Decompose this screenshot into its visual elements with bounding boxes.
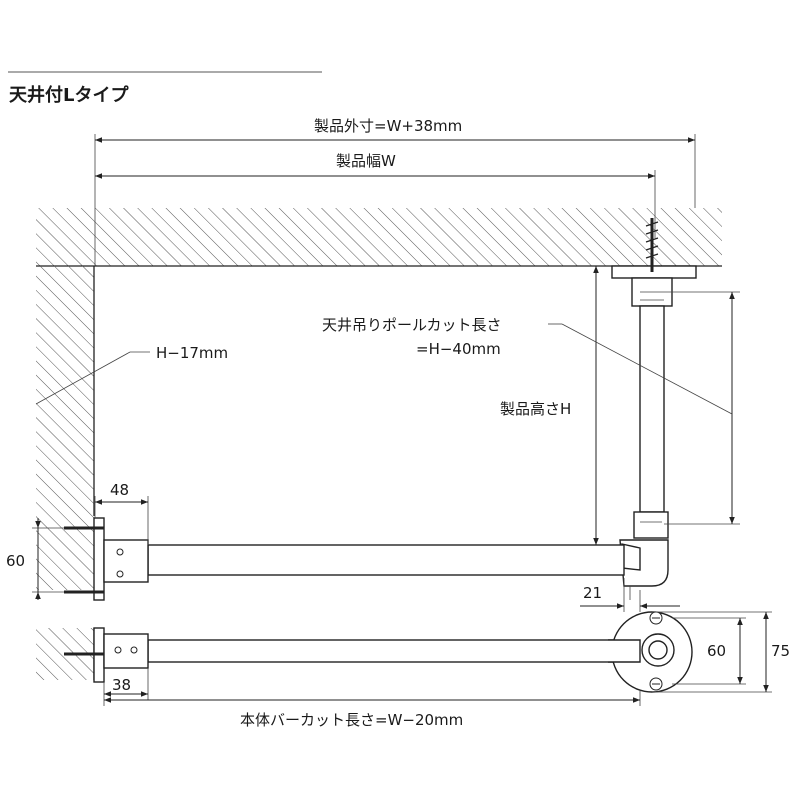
wall-offset-label: H−17mm [156,344,228,362]
ceiling-section [36,208,722,267]
dim-21-label: 21 [583,584,602,602]
bar-cut-dimension: 本体バーカット長さ=W−20mm [104,690,641,729]
pole-cut-label-2: =H−40mm [416,340,501,358]
pole-cut-label-1: 天井吊りポールカット長さ [322,316,502,334]
lower-bar [147,639,621,663]
dim-21: 21 [580,578,680,612]
wall-offset-annotation: H−17mm [35,344,228,405]
dim-48: 48 [94,481,149,545]
dim-38-label: 38 [112,676,131,694]
height-dimension: 製品高さH [500,266,599,545]
dim-60-left-label: 60 [6,552,25,570]
dim-60-right: 60 [672,617,746,685]
width-dimension: 製品幅W [95,152,656,238]
upper-bar [147,544,625,576]
dim-75-right: 75 [652,611,790,693]
round-flange-plan [608,611,693,693]
dim-75-right-label: 75 [771,642,790,660]
elbow-joint [619,511,669,600]
dim-60-left: 60 [6,518,64,600]
outer-size-label: 製品外寸=W+38mm [314,117,462,135]
width-label: 製品幅W [336,152,396,170]
diagram-title: 天井付Lタイプ [9,84,129,106]
dim-38: 38 [103,668,149,706]
wall-section [36,266,95,680]
outer-size-dimension: 製品外寸=W+38mm [94,117,696,266]
pole-cut-dimension: 天井吊りポールカット長さ =H−40mm [322,291,740,525]
dim-60-right-label: 60 [707,642,726,660]
lower-wall-bracket [64,627,149,683]
bar-cut-label: 本体バーカット長さ=W−20mm [240,711,463,729]
height-label: 製品高さH [500,400,571,418]
ceiling-pole [639,305,665,513]
dim-48-label: 48 [110,481,129,499]
upper-wall-bracket [64,517,149,601]
